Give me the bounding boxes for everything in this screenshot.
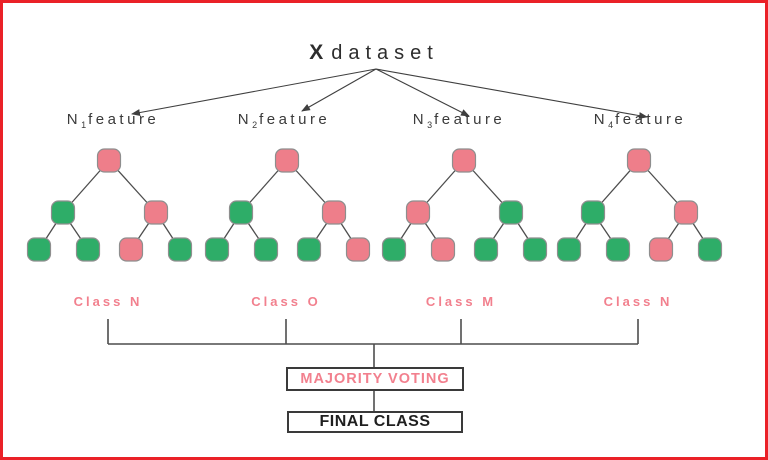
page-title: Xdataset xyxy=(309,41,439,65)
class-label-2: Class O xyxy=(251,294,321,309)
feature-subscript: 3 xyxy=(427,120,433,130)
tree-4-leaf-node xyxy=(556,237,582,262)
tree-2-leaf-node xyxy=(345,237,371,262)
class-label-4: Class N xyxy=(603,294,673,309)
tree-2-leaf-node xyxy=(296,237,322,262)
tree-4-root-node xyxy=(626,148,652,173)
feature-subscript: 4 xyxy=(608,120,614,130)
class-label-3: Class M xyxy=(425,294,497,309)
dataset-arrow xyxy=(375,68,470,117)
dataset-arrow xyxy=(375,68,648,120)
tree-3-root-node xyxy=(451,148,477,173)
tree-3-internal-node xyxy=(405,200,431,225)
title-dataset: dataset xyxy=(331,42,439,64)
tree-4-leaf-node xyxy=(697,237,723,262)
diagram-svg xyxy=(26,68,723,413)
tree-3-leaf-node xyxy=(381,237,407,262)
tree-1-internal-node xyxy=(50,200,76,225)
tree-2-internal-node xyxy=(321,200,347,225)
tree-2-root-node xyxy=(274,148,300,173)
feature-subscript: 2 xyxy=(252,120,258,130)
tree-2-leaf-node xyxy=(204,237,230,262)
tree-3-leaf-node xyxy=(473,237,499,262)
final-class-box: FINAL CLASS xyxy=(287,411,463,433)
tree-1-leaf-node xyxy=(167,237,193,262)
dataset-arrow xyxy=(131,68,377,116)
tree-3-leaf-node xyxy=(430,237,456,262)
majority-voting-box: MAJORITY VOTING xyxy=(286,367,464,391)
tree-1-root-node xyxy=(96,148,122,173)
feature-subscript: 1 xyxy=(81,120,87,130)
tree-2-internal-node xyxy=(228,200,254,225)
tree-1-internal-node xyxy=(143,200,169,225)
tree-4-internal-node xyxy=(673,200,699,225)
tree-1-leaf-node xyxy=(118,237,144,262)
final-class-label: FINAL CLASS xyxy=(319,413,431,430)
tree-3-leaf-node xyxy=(522,237,548,262)
tree-1-leaf-node xyxy=(75,237,101,262)
tree-1-leaf-node xyxy=(26,237,52,262)
diagram-lines-and-nodes xyxy=(26,68,723,413)
dataset-arrow xyxy=(301,68,377,112)
majority-voting-label: MAJORITY VOTING xyxy=(300,371,450,387)
class-label-1: Class N xyxy=(73,294,143,309)
title-x: X xyxy=(309,41,332,64)
tree-4-leaf-node xyxy=(648,237,674,262)
tree-4-internal-node xyxy=(580,200,606,225)
tree-3-internal-node xyxy=(498,200,524,225)
tree-4-leaf-node xyxy=(605,237,631,262)
tree-2-leaf-node xyxy=(253,237,279,262)
